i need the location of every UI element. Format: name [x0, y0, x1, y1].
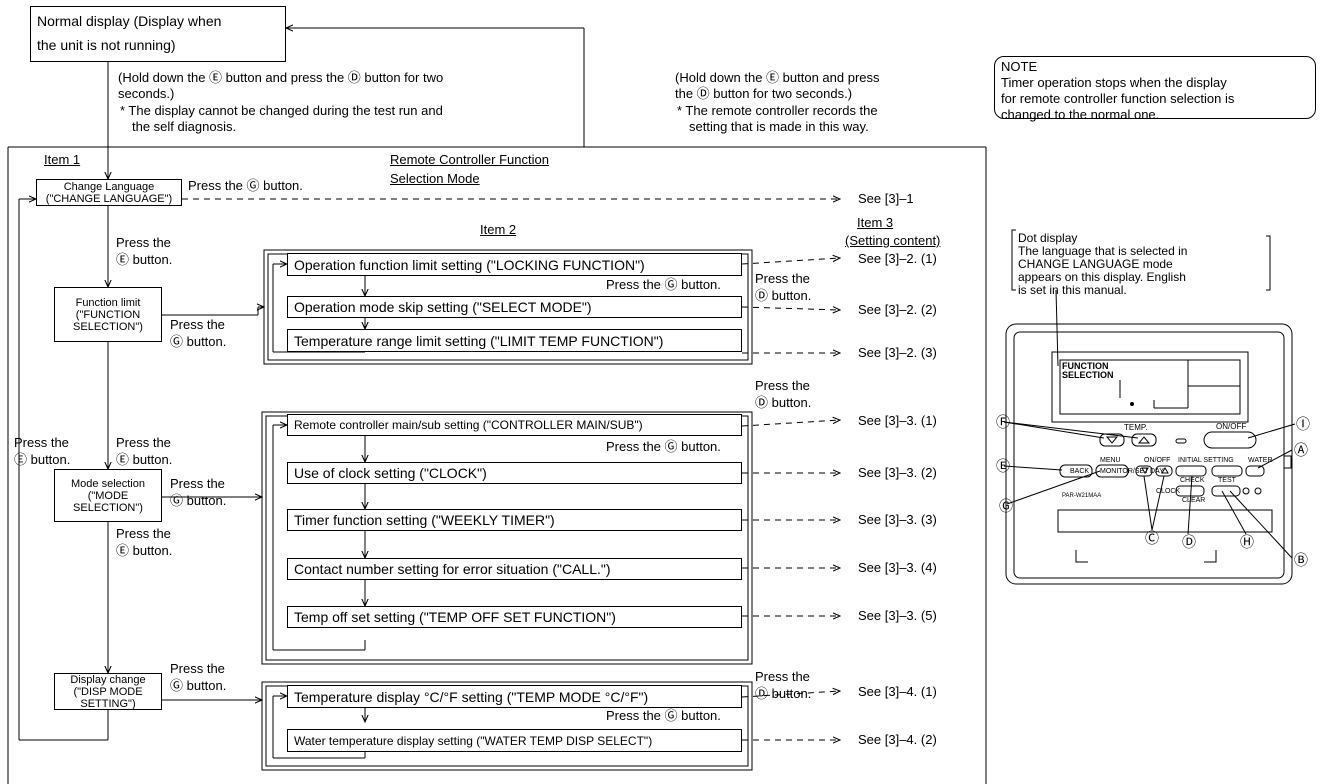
mode-title-line1: Remote Controller Function [390, 152, 549, 167]
see-2-3: See [3]–2. (3) [858, 345, 937, 360]
press-e-left: Press the Ⓔ button. [14, 435, 71, 467]
see-3-5: See [3]–3. (5) [858, 608, 937, 623]
water-label: WATER [1248, 457, 1273, 464]
clear-label: CLEAR [1182, 497, 1206, 504]
setting-weekly-timer: Timer function setting ("WEEKLY TIMER") [287, 509, 742, 531]
callout-b: Ⓑ [1294, 552, 1308, 568]
node-display-change: Display change ("DISP MODE SETTING") [54, 673, 162, 710]
see-4-1: See [3]–4. (1) [858, 684, 937, 699]
see-3-2: See [3]–3. (2) [858, 465, 937, 480]
monitor-set-label: MONITOR/SET [1100, 468, 1149, 475]
lcd-text-2: SELECTION [1062, 370, 1114, 380]
callout-g: Ⓖ [999, 498, 1013, 514]
clock-label: CLOCK [1156, 488, 1181, 495]
hold-instruction-left-2: seconds.) [118, 86, 175, 101]
callout-f: Ⓕ [996, 414, 1010, 430]
setting-locking-function: Operation function limit setting ("LOCKI… [287, 253, 742, 276]
press-d-3: Press the Ⓓ button. [755, 669, 812, 701]
temp-label: TEMP. [1124, 423, 1148, 432]
note-right-1: * The remote controller records the [677, 103, 878, 118]
setting-temp-off-set: Temp off set setting ("TEMP OFF SET FUNC… [287, 606, 742, 628]
see-4-2: See [3]–4. (2) [858, 732, 937, 747]
dot-display-title: Dot display [1018, 231, 1078, 245]
hold-instruction-right-1: (Hold down the Ⓔ button and press [675, 70, 880, 85]
press-g-function-limit: Press the Ⓖ button. [170, 317, 227, 349]
onoff2-label: ON/OFF [1144, 457, 1171, 464]
callout-e: Ⓔ [996, 458, 1010, 474]
remote-controller-drawing [1003, 323, 1296, 585]
press-g-inner-3: Press the Ⓖ button. [606, 708, 721, 723]
node-mode-selection: Mode selection ("MODE SELECTION") [54, 469, 162, 522]
normal-display-box: Normal display (Display when the unit is… [30, 6, 286, 62]
note-right-2: setting that is made in this way. [689, 119, 869, 134]
item2-header: Item 2 [480, 222, 517, 237]
model-label: PAR-W21MAA [1062, 493, 1102, 499]
press-d-2: Press the Ⓓ button. [755, 378, 812, 410]
check-label: CHECK [1180, 477, 1205, 484]
setting-clock: Use of clock setting ("CLOCK") [287, 462, 742, 484]
dot-display-bracket [1011, 229, 1271, 367]
item1-header: Item 1 [44, 152, 81, 167]
setting-limit-temp: Temperature range limit setting ("LIMIT … [287, 329, 742, 352]
setting-call: Contact number setting for error situati… [287, 558, 742, 580]
press-d-1: Press the Ⓓ button. [755, 271, 812, 303]
mode-title-line2: Selection Mode [390, 171, 480, 186]
back-label: BACK [1070, 468, 1090, 475]
day-label: DAY [1150, 468, 1164, 475]
initial-setting-label: INITIAL SETTING [1178, 457, 1234, 464]
item3-subheader: (Setting content) [845, 233, 941, 248]
node-change-language: Change Language ("CHANGE LANGUAGE") [36, 179, 182, 206]
note-title: NOTE [1001, 59, 1038, 74]
see-2-2: See [3]–2. (2) [858, 302, 937, 317]
see-change-language: See [3]–1 [858, 191, 914, 206]
callout-a: Ⓐ [1294, 442, 1308, 458]
press-e-3: Press the Ⓔ button. [116, 526, 173, 558]
lcd-text-1: FUNCTION [1062, 361, 1109, 371]
callout-h: Ⓗ [1240, 534, 1254, 550]
onoff-label: ON/OFF [1216, 422, 1247, 431]
note-box: NOTE Timer operation stops when the disp… [994, 56, 1316, 122]
note-left-2: the self diagnosis. [132, 119, 237, 134]
callout-c: Ⓒ [1145, 530, 1159, 546]
node-function-limit: Function limit ("FUNCTION SELECTION") [54, 287, 162, 342]
menu-label: MENU [1100, 457, 1121, 464]
dot-display-text: The language that is selected in CHANGE … [1018, 244, 1188, 297]
hold-instruction-right-2: the Ⓓ button for two seconds.) [675, 86, 853, 101]
note-left-1: * The display cannot be changed during t… [120, 103, 443, 118]
press-g-inner-2: Press the Ⓖ button. [606, 439, 721, 454]
test-label: TEST [1218, 477, 1236, 484]
press-e-1: Press the Ⓔ button. [116, 235, 173, 267]
see-3-4: See [3]–3. (4) [858, 560, 937, 575]
callout-d: Ⓓ [1182, 534, 1196, 550]
item3-header: Item 3 [857, 215, 894, 230]
press-e-2: Press the Ⓔ button. [116, 435, 173, 467]
press-g-display-change: Press the Ⓖ button. [170, 661, 227, 693]
hold-instruction-left-1: (Hold down the Ⓔ button and press the Ⓓ … [118, 70, 444, 85]
see-2-1: See [3]–2. (1) [858, 251, 937, 266]
setting-controller-main-sub: Remote controller main/sub setting ("CON… [287, 414, 742, 436]
callout-i: Ⓘ [1296, 416, 1310, 432]
press-g-inner-1: Press the Ⓖ button. [606, 277, 721, 292]
press-g-mode-selection: Press the Ⓖ button. [170, 476, 227, 508]
setting-water-temp-disp: Water temperature display setting ("WATE… [287, 729, 742, 752]
note-text: Timer operation stops when the display f… [1001, 75, 1235, 122]
setting-select-mode: Operation mode skip setting ("SELECT MOD… [287, 296, 742, 318]
setting-temp-mode: Temperature display °C/°F setting ("TEMP… [287, 685, 742, 708]
see-3-1: See [3]–3. (1) [858, 413, 937, 428]
see-3-3: See [3]–3. (3) [858, 512, 937, 527]
press-g-change-language: Press the Ⓖ button. [188, 178, 303, 193]
